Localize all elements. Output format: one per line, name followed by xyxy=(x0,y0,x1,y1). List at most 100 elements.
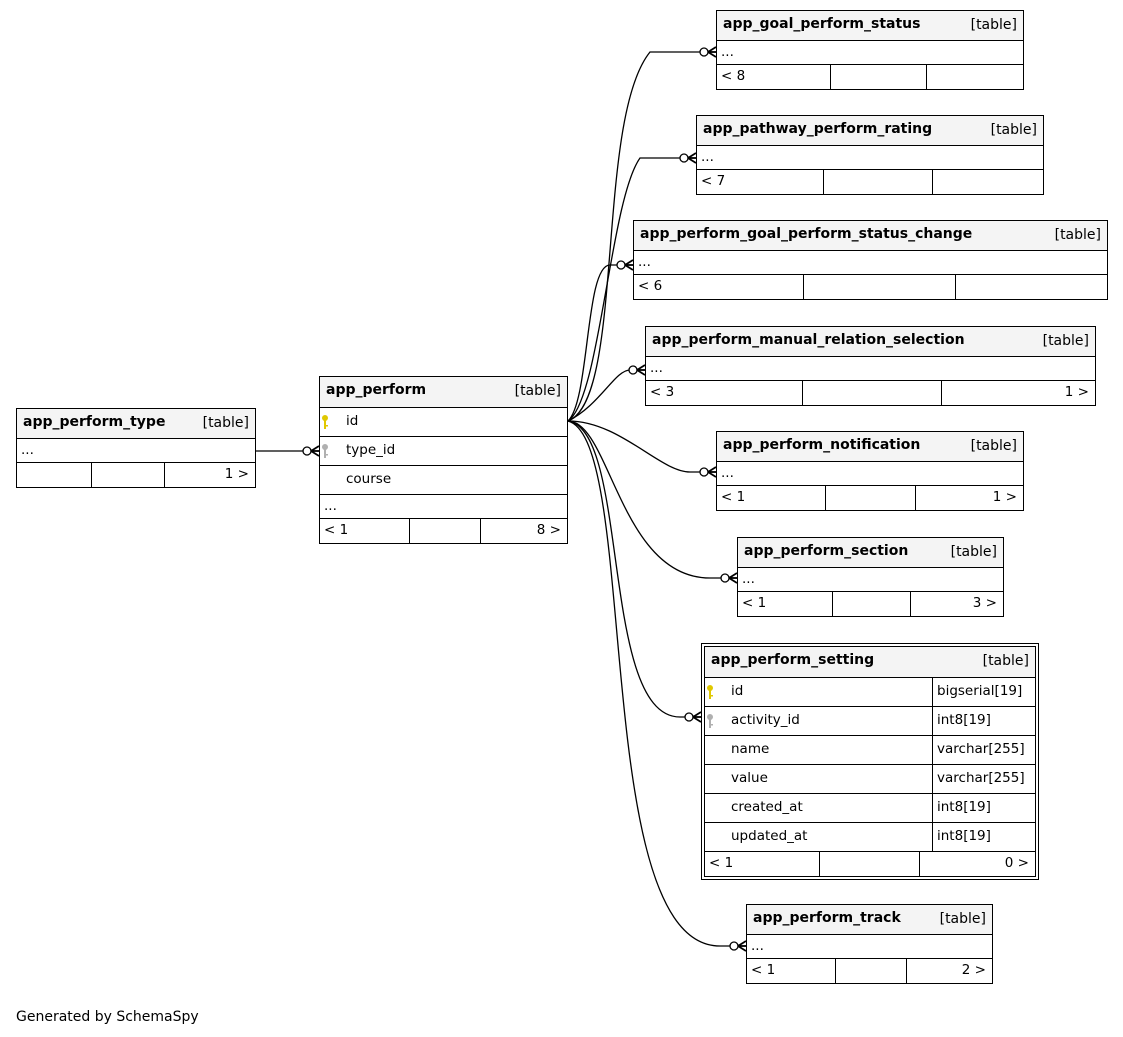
table-footer: < 8 xyxy=(717,65,1023,89)
relationship-line-section xyxy=(567,420,737,579)
table-header: app_perform_manual_relation_selection [t… xyxy=(646,327,1095,357)
column-row-name[interactable]: name varchar[255] xyxy=(705,736,1035,765)
parents-count: < 6 xyxy=(638,278,663,295)
relationship-end-setting xyxy=(684,711,702,723)
column-type: int8[19] xyxy=(932,794,1035,822)
relationship-end-goal-perform-status-change xyxy=(616,259,634,271)
table-name: app_perform_notification xyxy=(723,437,921,453)
column-name: name xyxy=(731,741,770,758)
table-header: app_perform_type [table] xyxy=(17,409,255,439)
table-footer: < 3 1 > xyxy=(646,381,1095,405)
more-columns: ... xyxy=(738,568,1003,592)
children-count: 0 > xyxy=(919,852,1035,876)
more-columns: ... xyxy=(747,935,992,959)
primary-key-icon xyxy=(320,414,346,430)
column-row-created-at[interactable]: created_at int8[19] xyxy=(705,794,1035,823)
column-name: course xyxy=(346,471,392,488)
column-type: varchar[255] xyxy=(932,765,1035,793)
more-columns: ... xyxy=(634,251,1107,275)
table-footer: < 7 xyxy=(697,170,1043,194)
row-count xyxy=(819,852,919,876)
parents-count: < 3 xyxy=(650,384,675,401)
table-name: app_pathway_perform_rating xyxy=(703,121,933,137)
column-row-value[interactable]: value varchar[255] xyxy=(705,765,1035,794)
table-app-perform[interactable]: app_perform [table] id type_id course ..… xyxy=(319,376,568,544)
table-app-perform-setting[interactable]: app_perform_setting [table] id bigserial… xyxy=(701,643,1039,880)
table-name: app_perform_type xyxy=(23,414,166,430)
more-columns: ... xyxy=(320,495,567,519)
row-count xyxy=(835,959,906,983)
relationship-end-section xyxy=(720,572,738,584)
table-kind: [table] xyxy=(970,17,1017,33)
relationship-line-manual-relation-selection xyxy=(567,369,645,422)
table-footer: 1 > xyxy=(17,463,255,487)
more-columns: ... xyxy=(697,146,1043,170)
row-count xyxy=(825,486,915,510)
row-count xyxy=(832,592,910,616)
column-row-updated-at[interactable]: updated_at int8[19] xyxy=(705,823,1035,852)
relationship-line-setting xyxy=(567,420,701,718)
table-kind: [table] xyxy=(982,653,1029,669)
table-name: app_perform_goal_perform_status_change xyxy=(640,226,973,242)
table-app-perform-notification[interactable]: app_perform_notification [table] ... < 1… xyxy=(716,431,1024,511)
column-name: value xyxy=(731,770,768,787)
table-app-perform-goal-perform-status-change[interactable]: app_perform_goal_perform_status_change [… xyxy=(633,220,1108,300)
column-name: id xyxy=(346,413,359,430)
column-type: varchar[255] xyxy=(932,736,1035,764)
children-count xyxy=(926,65,1023,89)
table-name: app_perform_section xyxy=(744,543,909,559)
column-type: bigserial[19] xyxy=(932,678,1035,706)
table-app-perform-manual-relation-selection[interactable]: app_perform_manual_relation_selection [t… xyxy=(645,326,1096,406)
table-app-perform-section[interactable]: app_perform_section [table] ... < 1 3 > xyxy=(737,537,1004,617)
column-name: created_at xyxy=(731,799,803,816)
parents-count xyxy=(17,463,91,487)
table-kind: [table] xyxy=(970,438,1017,454)
table-kind: [table] xyxy=(1042,333,1089,349)
row-count xyxy=(91,463,164,487)
column-type: int8[19] xyxy=(932,823,1035,851)
column-row-id[interactable]: id xyxy=(320,408,567,437)
children-count xyxy=(932,170,1043,194)
relationship-end-goal-perform-status xyxy=(699,46,717,58)
table-app-goal-perform-status[interactable]: app_goal_perform_status [table] ... < 8 xyxy=(716,10,1024,90)
table-footer: < 6 xyxy=(634,275,1107,299)
row-count xyxy=(802,381,941,405)
table-header: app_perform [table] xyxy=(320,377,567,408)
table-header: app_goal_perform_status [table] xyxy=(717,11,1023,41)
column-row-id[interactable]: id bigserial[19] xyxy=(705,678,1035,707)
column-row-activity-id[interactable]: activity_id int8[19] xyxy=(705,707,1035,736)
relationship-end-notification xyxy=(699,466,717,478)
table-name: app_goal_perform_status xyxy=(723,16,921,32)
more-columns: ... xyxy=(17,439,255,463)
parents-count: < 1 xyxy=(324,522,349,539)
table-app-perform-type[interactable]: app_perform_type [table] ... 1 > xyxy=(16,408,256,488)
table-kind: [table] xyxy=(939,911,986,927)
relationship-end-perform-type xyxy=(302,445,320,457)
column-row-course[interactable]: course xyxy=(320,466,567,495)
children-count: 1 > xyxy=(941,381,1095,405)
table-header: app_perform_setting [table] xyxy=(705,647,1035,678)
relationship-line-track xyxy=(567,420,746,947)
column-name: activity_id xyxy=(731,712,800,729)
table-header: app_pathway_perform_rating [table] xyxy=(697,116,1043,146)
parents-count: < 1 xyxy=(709,855,734,872)
table-footer: < 1 8 > xyxy=(320,519,567,543)
children-count xyxy=(955,275,1107,299)
table-name: app_perform_manual_relation_selection xyxy=(652,332,965,348)
parents-count: < 7 xyxy=(701,173,726,190)
table-app-pathway-perform-rating[interactable]: app_pathway_perform_rating [table] ... <… xyxy=(696,115,1044,195)
column-row-type-id[interactable]: type_id xyxy=(320,437,567,466)
row-count xyxy=(830,65,926,89)
column-type: int8[19] xyxy=(932,707,1035,735)
table-header: app_perform_goal_perform_status_change [… xyxy=(634,221,1107,251)
more-columns: ... xyxy=(717,41,1023,65)
column-name: updated_at xyxy=(731,828,808,845)
column-name: type_id xyxy=(346,442,396,459)
relationship-line-pathway-perform-rating xyxy=(567,157,696,422)
table-header: app_perform_section [table] xyxy=(738,538,1003,568)
parents-count: < 1 xyxy=(742,595,767,612)
table-app-perform-track[interactable]: app_perform_track [table] ... < 1 2 > xyxy=(746,904,993,984)
table-name: app_perform_setting xyxy=(711,652,875,668)
table-footer: < 1 3 > xyxy=(738,592,1003,616)
table-kind: [table] xyxy=(1054,227,1101,243)
